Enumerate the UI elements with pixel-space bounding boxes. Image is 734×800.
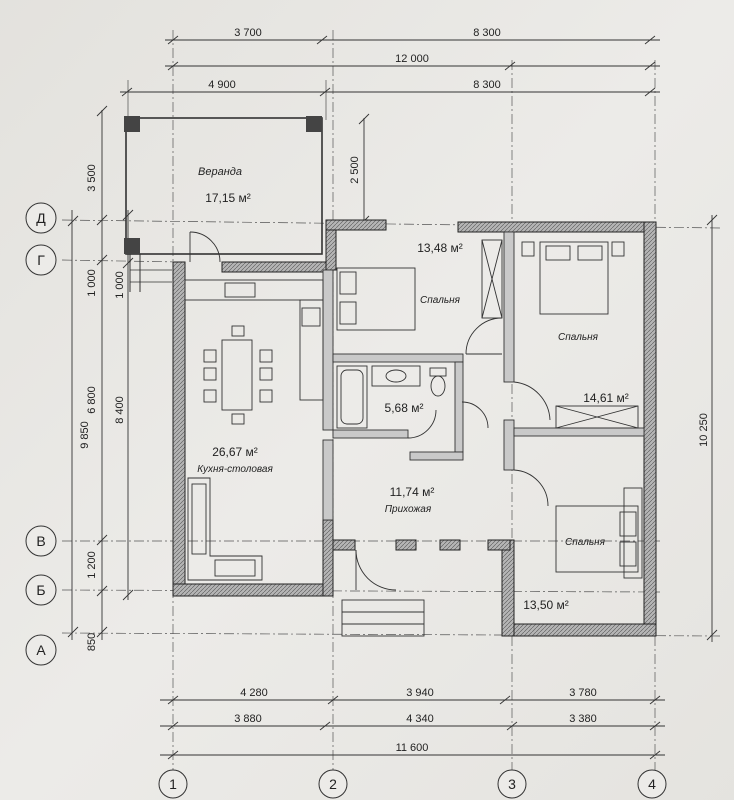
sink-icon: [224, 282, 256, 298]
dim-local-2500: 2 500: [349, 156, 361, 184]
dim-bottom-3-a: 11 600: [396, 742, 429, 754]
wardrobe: [555, 405, 639, 429]
axis-col-2: 2: [329, 776, 337, 792]
entrance-door: [355, 549, 397, 591]
room-name-bedroom3: Спальня: [565, 537, 606, 548]
chair-icon: [203, 349, 217, 363]
dim-bottom-2-c: 3 380: [569, 713, 597, 725]
room-area-veranda: 17,15 м²: [205, 191, 251, 205]
dim-left-inner-2: 1 000: [114, 271, 126, 299]
dim-left-mid-3: 6 800: [86, 386, 98, 414]
dim-bottom-2-b: 4 340: [406, 713, 434, 725]
top-dimensions: [120, 35, 660, 120]
hall-details: [341, 549, 425, 637]
interior-walls: [322, 231, 645, 521]
room-area-hall: 11,74 м²: [390, 485, 435, 499]
dim-bottom-2-a: 3 880: [234, 713, 262, 725]
dim-left-inner-3: 8 400: [114, 396, 126, 424]
entrance-steps: [341, 599, 425, 637]
bed-icon: [336, 267, 416, 331]
axis-row-d: Д: [36, 210, 46, 226]
dim-left-mid-5: 850: [86, 633, 98, 651]
chair-icon: [259, 349, 273, 363]
chair-icon: [259, 367, 273, 381]
dim-left-outer: 9 850: [79, 421, 91, 449]
room-area-bedroom1: 13,48 м²: [417, 241, 463, 255]
kitchen-counter-side: [299, 299, 324, 401]
dim-top-3-b: 8 300: [473, 79, 501, 91]
washbasin-icon: [371, 365, 421, 387]
bedroom3-furniture: [513, 469, 643, 579]
room-name-bedroom1: Спальня: [420, 295, 461, 306]
dim-top-1-a: 3 700: [234, 27, 262, 39]
kitchen-counter-top: [184, 279, 324, 301]
dim-left-mid-2: 1 000: [86, 269, 98, 297]
bed-icon: [539, 241, 609, 315]
axis-row-a: А: [36, 642, 46, 658]
chair-icon: [203, 389, 217, 403]
axis-row-g: Г: [37, 252, 45, 268]
room-name-bedroom2: Спальня: [558, 332, 599, 343]
room-name-veranda: Веранда: [198, 166, 242, 178]
chair-icon: [259, 389, 273, 403]
axis-row-v: В: [36, 533, 45, 549]
room-name-kitchen: Кухня-столовая: [197, 464, 273, 475]
veranda: [124, 116, 323, 292]
axis-col-1: 1: [169, 776, 177, 792]
dim-bottom-1-b: 3 940: [406, 687, 434, 699]
dim-bottom-1-c: 3 780: [569, 687, 597, 699]
dining-table: [221, 339, 253, 411]
dim-top-1-b: 8 300: [473, 27, 501, 39]
bottom-dimensions: [160, 695, 665, 760]
exterior-walls: [172, 219, 657, 637]
room-name-hall: Прихожая: [385, 504, 432, 515]
bathroom-fixtures: [336, 365, 489, 439]
room-area-bathroom: 5,68 м²: [385, 401, 424, 415]
veranda-post: [124, 116, 140, 132]
wardrobe: [623, 487, 643, 579]
axis-bubbles: [25, 202, 667, 799]
dim-bottom-1-a: 4 280: [240, 687, 268, 699]
chair-icon: [231, 325, 245, 337]
bedroom1-furniture: [336, 239, 503, 355]
sofa-icon: [187, 477, 263, 581]
right-dimension: [706, 214, 718, 642]
axis-row-b: Б: [36, 582, 45, 598]
veranda-post: [306, 116, 322, 132]
axis-col-3: 3: [508, 776, 516, 792]
room-area-kitchen: 26,67 м²: [212, 445, 258, 459]
bathtub-icon: [336, 365, 368, 429]
wardrobe: [481, 239, 503, 319]
stove-icon: [301, 307, 321, 327]
kitchen-furniture: [184, 231, 324, 581]
dim-left-mid-1: 3 500: [86, 164, 98, 192]
room-area-bedroom2: 14,61 м²: [583, 391, 629, 405]
chair-icon: [203, 367, 217, 381]
dim-right: 10 250: [698, 413, 710, 447]
veranda-post: [124, 238, 140, 254]
dim-top-3-a: 4 900: [208, 79, 236, 91]
left-dimensions: [67, 105, 370, 640]
bedroom2-furniture: [513, 241, 639, 429]
room-area-bedroom3: 13,50 м²: [523, 598, 569, 612]
dim-left-mid-4: 1 200: [86, 551, 98, 579]
chair-icon: [231, 413, 245, 425]
dim-top-2-a: 12 000: [395, 53, 429, 65]
bed-icon: [555, 505, 639, 573]
axis-col-4: 4: [648, 776, 656, 792]
